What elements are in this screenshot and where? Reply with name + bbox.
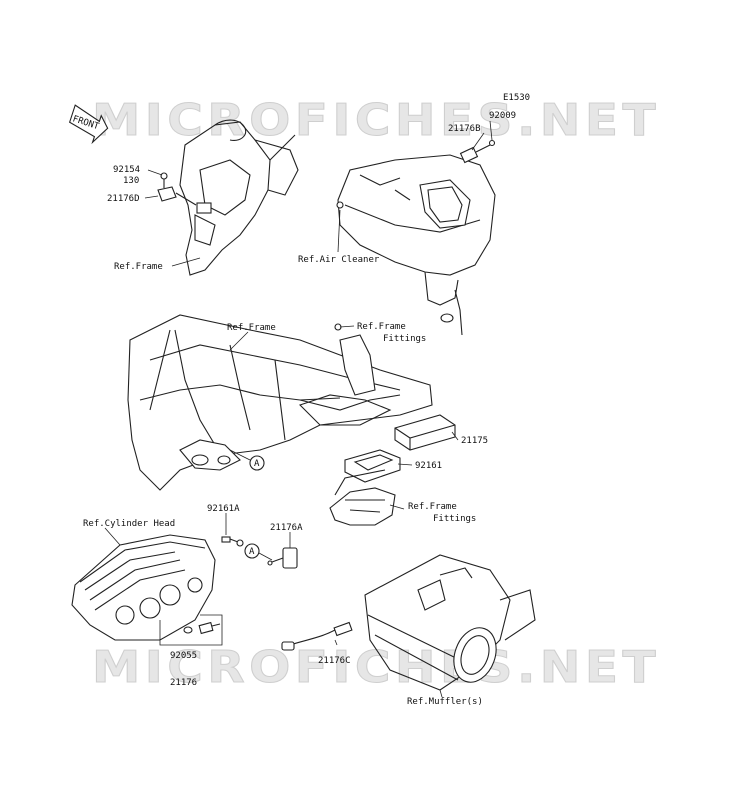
muffler [364,554,536,691]
label-92161: 92161 [415,461,442,471]
label-21176: 21176 [170,678,197,688]
leader-lines [104,120,493,698]
label-ref-frame-mid: Ref.Frame [227,323,276,333]
frame-bracket-top-left [179,119,299,276]
callout-a-lower-label: A [249,547,255,557]
cylinder-head [71,534,216,641]
part-92055-washer [183,626,193,634]
frame-fittings-bracket-lower [329,469,396,526]
part-92161A-grommet [221,536,244,547]
part-21176B-sensor [459,139,496,164]
label-ref-frame-fittings-2-line1: Ref.Frame [408,502,457,512]
label-92009: 92009 [489,111,516,121]
label-21176D: 21176D [107,194,140,204]
callout-a-lower: A [244,543,273,561]
label-ref-air-cleaner: Ref.Air Cleaner [298,255,380,265]
label-130: 130 [123,176,139,186]
part-21176A-sensor [267,547,298,569]
part-21175-ecu [394,414,456,451]
label-ref-frame-fittings-2-line2: Fittings [433,514,476,524]
callout-a-top-label: A [254,459,260,469]
label-21176C: 21176C [318,656,351,666]
main-frame [127,314,433,491]
label-92161A: 92161A [207,504,240,514]
callout-a-top: A [229,449,265,471]
label-ref-frame-fittings-1-line2: Fittings [383,334,426,344]
part-92154-bolt [160,172,168,188]
part-21176-bracket-line [159,614,223,646]
front-arrow-icon: FRONT [68,104,109,145]
watermark-top: MICROFICHES.NET [92,95,660,146]
diagram-code: E1530 [503,93,530,103]
label-21176A: 21176A [270,523,303,533]
part-92161-damper [344,449,401,483]
label-ref-frame-top: Ref.Frame [114,262,163,272]
label-21175: 21175 [461,436,488,446]
label-92154: 92154 [113,165,140,175]
label-ref-cylinder-head: Ref.Cylinder Head [83,519,175,529]
part-21176-sensor [198,621,221,635]
watermark-bottom: MICROFICHES.NET [92,642,660,693]
label-21176B: 21176B [448,124,481,134]
label-ref-frame-fittings-1-line1: Ref.Frame [357,322,406,332]
label-ref-muffler: Ref.Muffler(s) [407,697,483,707]
label-92055: 92055 [170,651,197,661]
part-21176D-sensor [157,186,197,206]
air-cleaner-housing [336,154,496,336]
part-21176C-sensor [281,621,353,651]
